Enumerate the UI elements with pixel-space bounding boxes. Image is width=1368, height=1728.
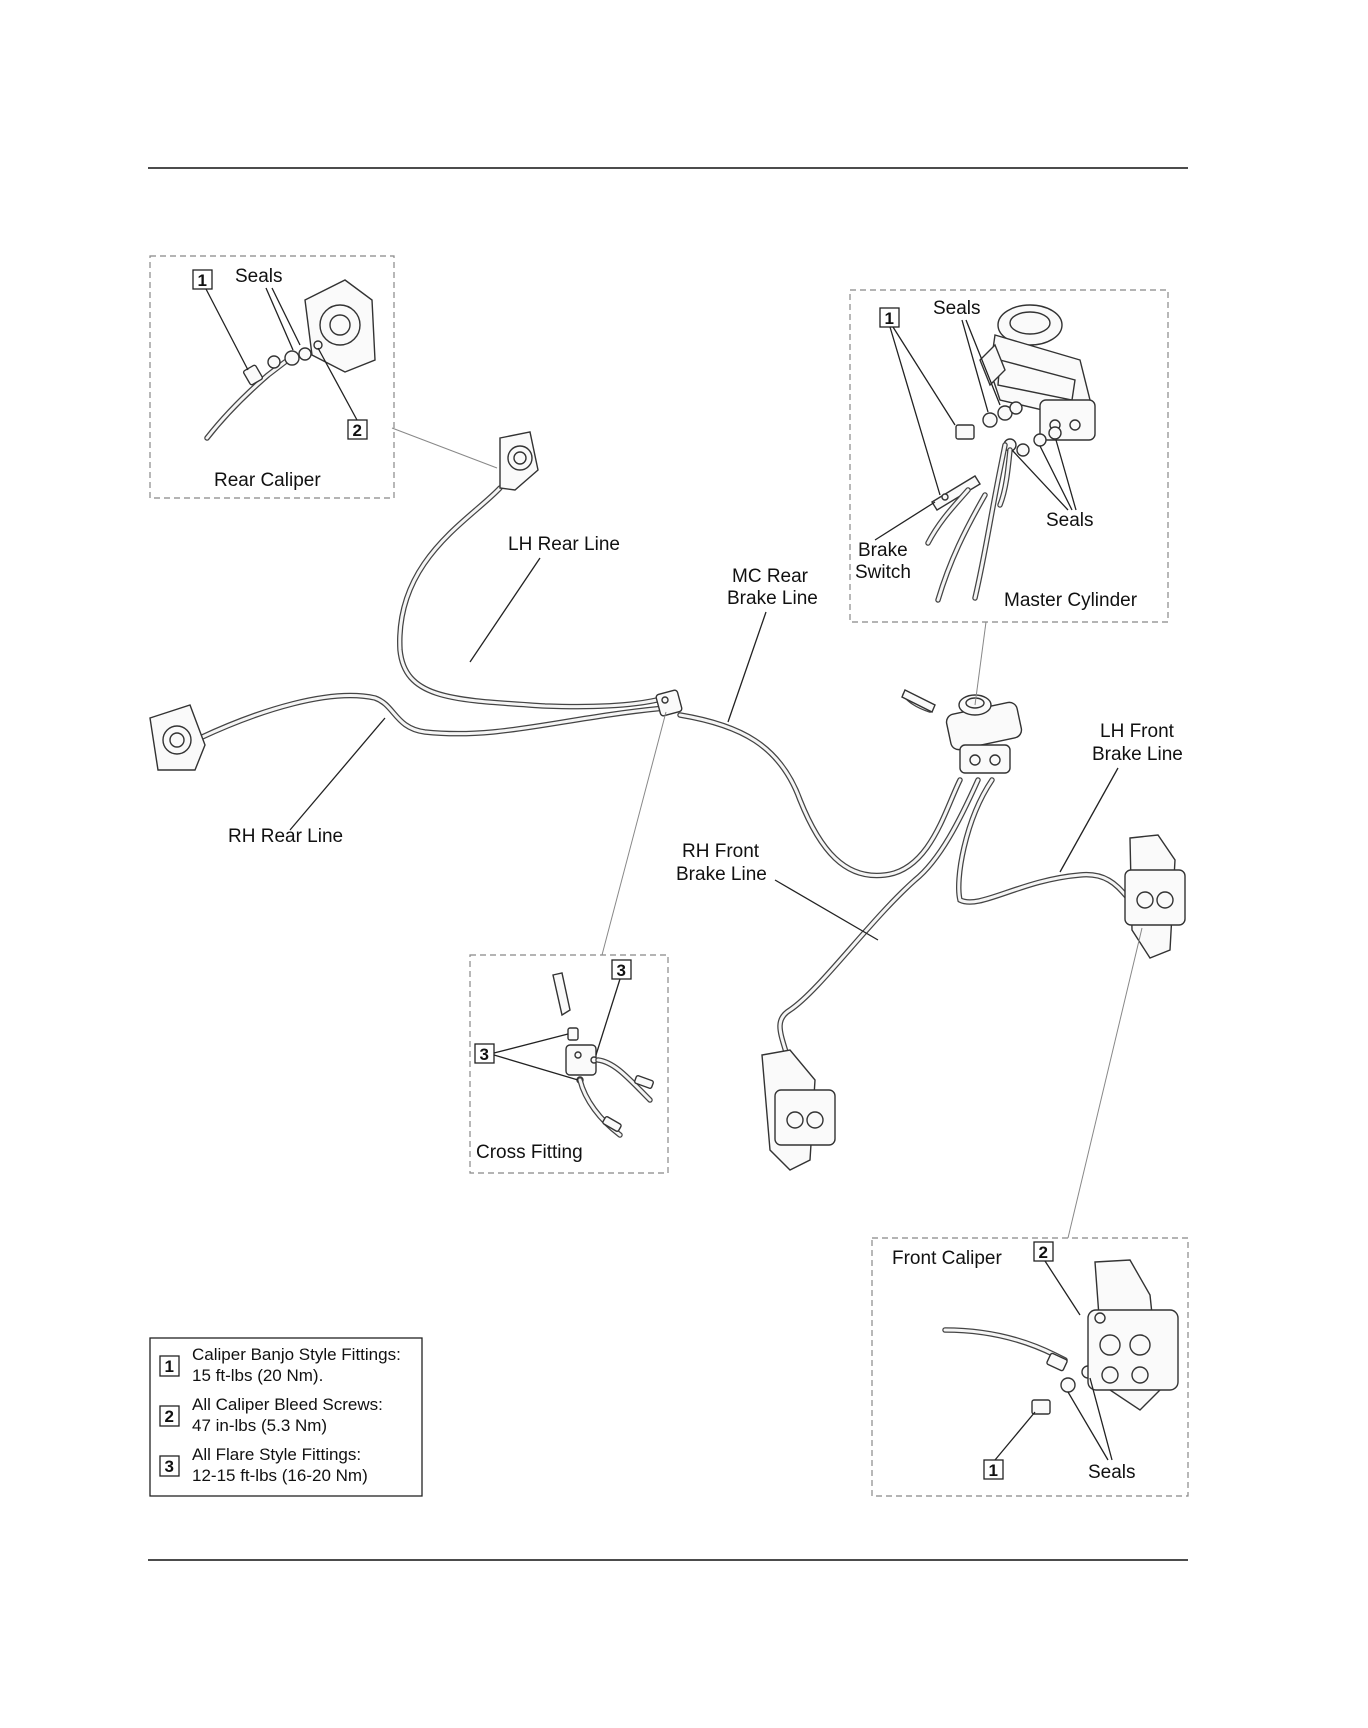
lh-rear-line-hose <box>397 485 668 710</box>
brake-switch-label-2: Switch <box>855 562 911 583</box>
lh-rear-caliper-part <box>499 431 539 491</box>
cross-fitting-detail-frame <box>469 954 669 1174</box>
legend-item-2-line1: All Caliper Bleed Screws: <box>192 1395 383 1414</box>
mc-rear-brake-line-leader <box>727 611 767 723</box>
torque-legend-frame <box>149 1337 423 1497</box>
svg-text:1: 1 <box>198 271 207 290</box>
mc-rear-label-2: Brake Line <box>727 588 818 609</box>
master-cylinder-seals-bottom-label: Seals <box>1046 510 1094 531</box>
lh-rear-line-leader <box>469 557 541 663</box>
legend-item-3-line2: 12-15 ft-lbs (16-20 Nm) <box>192 1466 368 1485</box>
lh-rear-line-label: LH Rear Line <box>508 534 620 555</box>
cross-fitting-callout-3-right <box>611 959 632 980</box>
master-cylinder-seals-top-label: Seals <box>933 298 981 319</box>
main-brake-assembly <box>149 431 1186 1171</box>
master-cylinder-connector <box>974 621 987 706</box>
svg-text:3: 3 <box>480 1045 489 1064</box>
svg-text:1: 1 <box>165 1357 174 1376</box>
master-cylinder-detail-frame <box>849 289 1169 623</box>
lh-front-label-1: LH Front <box>1100 721 1175 742</box>
rh-front-caliper-part <box>761 1049 836 1171</box>
rh-front-label-2: Brake Line <box>676 864 767 885</box>
legend-item-2-line2: 47 in-lbs (5.3 Nm) <box>192 1416 327 1435</box>
front-caliper-detail: Front Caliper 2 1 Seals <box>871 1237 1189 1497</box>
cross-fitting-connector <box>601 711 667 956</box>
lh-front-brake-line-hose <box>956 777 1133 905</box>
mc-rear-label-1: MC Rear <box>732 566 809 587</box>
master-cylinder-callout-1 <box>879 307 900 328</box>
front-caliper-callout-2 <box>1033 1241 1054 1262</box>
svg-text:3: 3 <box>165 1457 174 1476</box>
front-caliper-callout-1 <box>983 1459 1004 1480</box>
rh-front-label-1: RH Front <box>682 841 760 862</box>
legend-callout-3 <box>159 1455 180 1477</box>
legend-callout-1 <box>159 1355 180 1377</box>
svg-text:1: 1 <box>989 1461 998 1480</box>
master-cylinder-part <box>901 689 1023 774</box>
rh-rear-line-label: RH Rear Line <box>228 826 343 847</box>
rear-caliper-callout-1 <box>192 269 213 290</box>
svg-text:3: 3 <box>617 961 626 980</box>
front-caliper-connector <box>1067 927 1143 1239</box>
lh-front-label-2: Brake Line <box>1092 744 1183 765</box>
rear-caliper-detail: 1 Seals 2 Rear Caliper <box>149 255 395 499</box>
rh-rear-caliper-part <box>149 704 206 771</box>
torque-legend: 1 Caliper Banjo Style Fittings: 15 ft-lb… <box>149 1337 423 1497</box>
legend-item-3-line1: All Flare Style Fittings: <box>192 1445 361 1464</box>
legend-callout-2 <box>159 1405 180 1427</box>
lh-front-brake-line-leader <box>1059 767 1119 873</box>
master-cylinder-detail: 1 Seals Seals Brake Switch Master Cylind… <box>849 289 1169 623</box>
rear-caliper-detail-frame <box>149 255 395 499</box>
svg-text:2: 2 <box>1039 1243 1048 1262</box>
cross-fitting-detail: 3 3 Cross Fitting <box>469 954 669 1174</box>
svg-text:2: 2 <box>165 1407 174 1426</box>
cross-fitting-title: Cross Fitting <box>476 1142 583 1163</box>
svg-text:2: 2 <box>353 421 362 440</box>
rh-rear-line-leader <box>289 717 386 831</box>
legend-item-1-line2: 15 ft-lbs (20 Nm). <box>192 1366 323 1385</box>
rear-caliper-callout-2 <box>347 419 368 440</box>
rear-caliper-seals-label: Seals <box>235 266 283 287</box>
lh-front-caliper-part <box>1124 834 1186 959</box>
rear-caliper-title: Rear Caliper <box>214 470 321 491</box>
front-caliper-detail-frame <box>871 1237 1189 1497</box>
rear-caliper-connector <box>391 427 498 469</box>
front-caliper-title: Front Caliper <box>892 1248 1002 1269</box>
rh-front-brake-line-leader <box>774 879 879 941</box>
front-caliper-seals-label: Seals <box>1088 1462 1136 1483</box>
svg-text:1: 1 <box>885 309 894 328</box>
cross-fitting-callout-3-left <box>474 1043 495 1064</box>
cross-fitting-part <box>655 689 683 717</box>
legend-item-1-line1: Caliper Banjo Style Fittings: <box>192 1345 401 1364</box>
master-cylinder-title: Master Cylinder <box>1004 590 1138 611</box>
brake-switch-label-1: Brake <box>858 540 908 561</box>
